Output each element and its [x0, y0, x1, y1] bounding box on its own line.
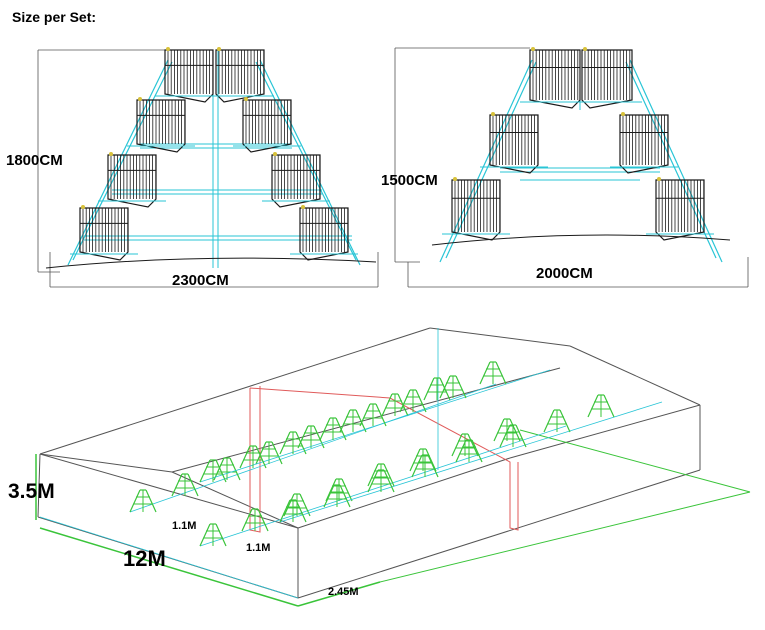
floor-cage-a-frame: [479, 361, 507, 385]
cage-unit: [610, 112, 678, 174]
floor-cage-a-frame: [587, 394, 615, 418]
floor-cage-a-frame: [129, 489, 157, 513]
floor-cage-a-frame: [325, 478, 353, 502]
poultry-house-3d-view: [35, 327, 751, 607]
floor-cage-a-frame: [297, 425, 325, 449]
cage-spacing-label-1: 1.1M: [172, 520, 197, 532]
cage-unit: [127, 97, 195, 153]
dim-aisle-line: [297, 581, 381, 607]
floor-cage-a-frame: [339, 409, 367, 433]
cage-front-view-b: [394, 47, 749, 288]
floor-cage-a-frame: [283, 493, 311, 517]
cage-unit: [646, 177, 714, 241]
cage-b-width-label: 2000CM: [536, 265, 593, 282]
floor-cage-a-frame: [199, 459, 227, 483]
floor-cage-a-frame: [499, 424, 527, 448]
cage-unit: [572, 47, 642, 109]
cage-b-height-label: 1500CM: [381, 172, 438, 189]
floor-cage-a-frame: [279, 431, 307, 455]
floor-cage-a-frame: [411, 454, 439, 478]
floor-cage-a-frame: [241, 508, 269, 532]
floor-cage-a-frame: [323, 484, 351, 508]
floor-cage-a-frame: [239, 445, 267, 469]
cage-unit: [155, 47, 223, 103]
cage-unit: [520, 47, 590, 109]
cage-unit: [480, 112, 548, 174]
floor-cage-a-frame: [423, 377, 451, 401]
section-title: Size per Set:: [12, 9, 97, 25]
dim-length-line: [39, 527, 299, 607]
cage-a-height-label: 1800CM: [6, 152, 63, 169]
floor-cage-a-frame: [451, 433, 479, 457]
floor-cage-a-frame: [399, 389, 427, 413]
floor-cage-a-frame: [455, 439, 483, 463]
cage-unit: [442, 177, 510, 241]
floor-cage-a-frame: [367, 469, 395, 493]
house-outline: [37, 453, 41, 518]
floor-cage-a-frame: [493, 418, 521, 442]
cage-unit: [290, 205, 358, 261]
floor-cage-a-frame: [439, 375, 467, 399]
floor-cage-a-frame: [543, 409, 571, 433]
floor-cage-a-frame: [199, 523, 227, 547]
cage-unit: [262, 152, 330, 208]
cage-a-width-label: 2300CM: [172, 272, 229, 289]
floor-cage-a-frame: [171, 473, 199, 497]
house-height-label: 3.5M: [8, 480, 55, 503]
floor-cage-a-frame: [319, 417, 347, 441]
door-frame-right: [249, 387, 519, 531]
house-length-label: 12M: [123, 546, 166, 571]
cage-unit: [98, 152, 166, 208]
aisle-width-label: 2.45M: [328, 586, 359, 598]
cage-front-view-a: [37, 47, 379, 288]
cage-unit: [70, 205, 138, 261]
floor-cage-a-frame: [213, 457, 241, 481]
cage-unit: [206, 47, 274, 103]
cage-unit: [233, 97, 301, 153]
cage-spacing-label-2: 1.1M: [246, 542, 271, 554]
dim-right-line: [519, 429, 751, 493]
floor-cage-a-frame: [279, 499, 307, 523]
floor-cage-a-frame: [409, 448, 437, 472]
floor-cage-a-frame: [359, 403, 387, 427]
